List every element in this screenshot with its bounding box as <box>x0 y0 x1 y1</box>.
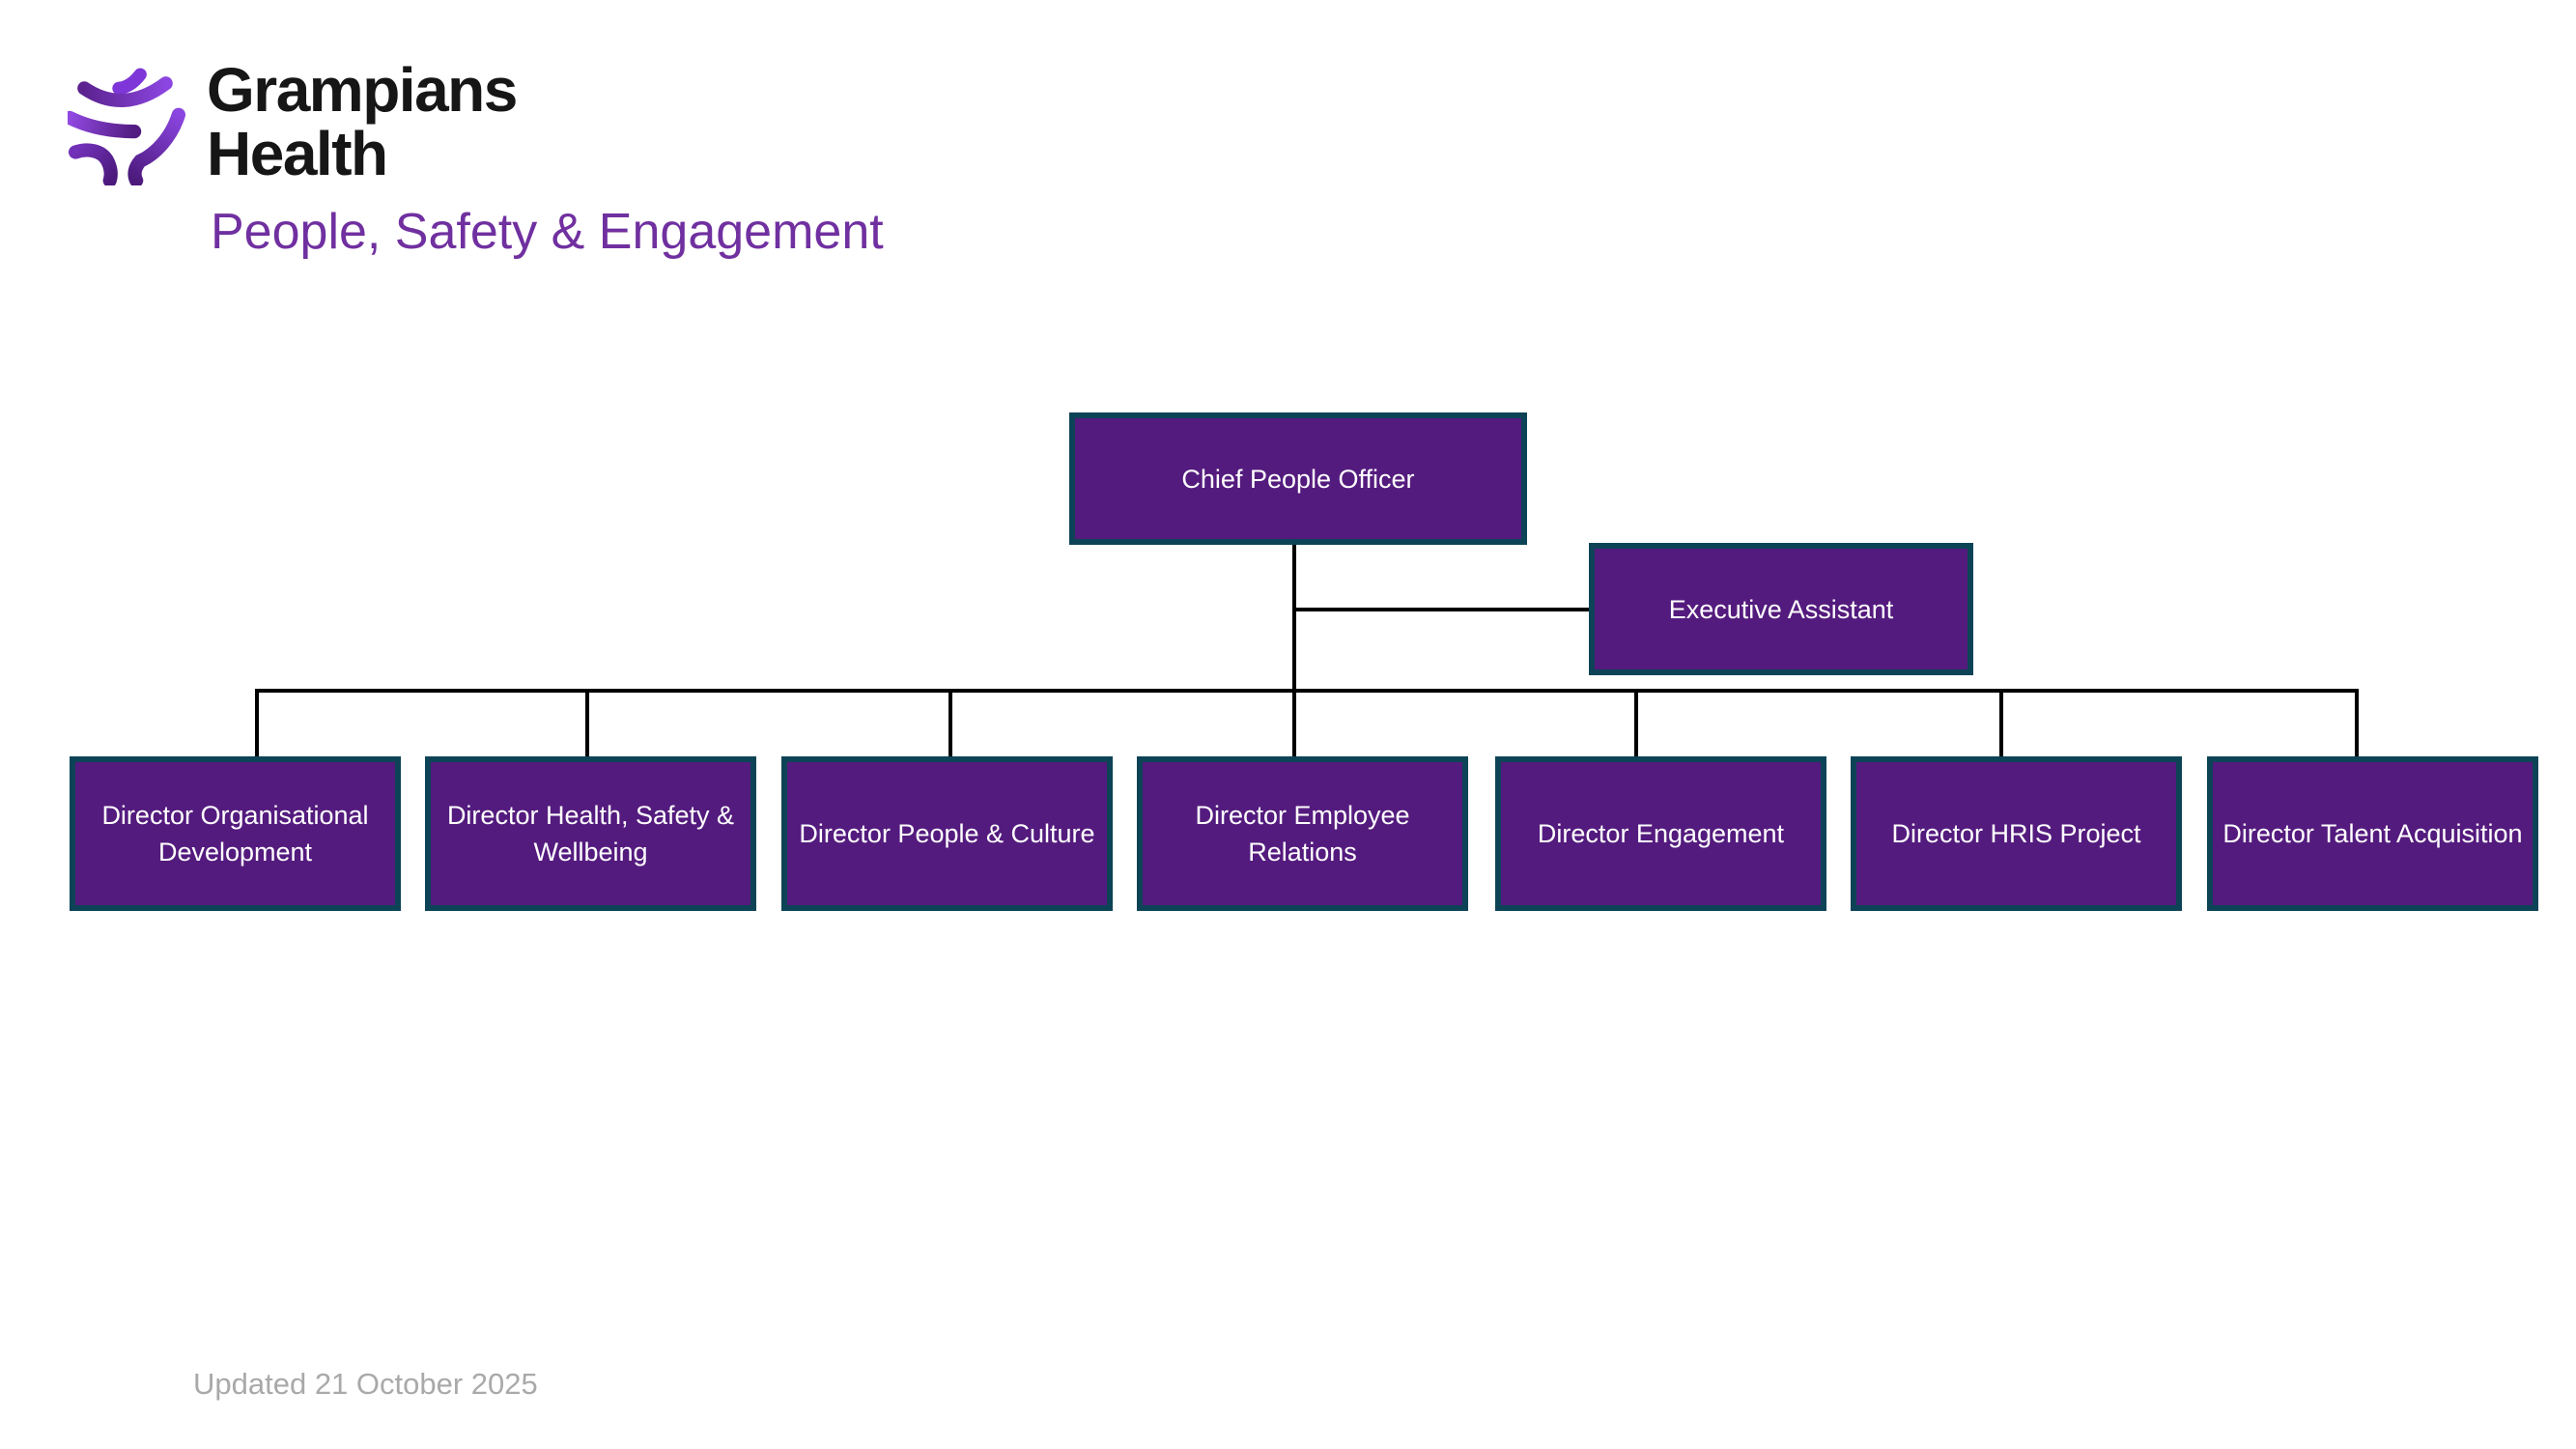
brand-line1: Grampians <box>207 55 518 125</box>
connector-stub <box>585 691 589 756</box>
org-node-director-engagement: Director Engagement <box>1495 756 1826 911</box>
org-node-label: Director Health, Safety & Wellbeing <box>446 801 735 867</box>
grampians-health-logo-icon <box>68 68 185 185</box>
page-title: People, Safety & Engagement <box>211 204 884 260</box>
org-node-label: Director Talent Acquisition <box>2222 819 2523 848</box>
connector-stub <box>1999 691 2003 756</box>
connector-assistant <box>1292 608 1589 611</box>
org-node-director-employee-relations: Director Employee Relations <box>1137 756 1468 911</box>
org-node-director-health-safety-wellbeing: Director Health, Safety & Wellbeing <box>425 756 756 911</box>
updated-date-note: Updated 21 October 2025 <box>193 1367 538 1401</box>
org-node-director-people-culture: Director People & Culture <box>781 756 1113 911</box>
org-node-director-organisational-development: Director Organisational Development <box>70 756 401 911</box>
connector-root-vertical <box>1292 541 1296 756</box>
org-node-label: Executive Assistant <box>1668 594 1894 624</box>
connector-stub <box>1634 691 1638 756</box>
org-node-label: Director Engagement <box>1537 819 1785 848</box>
org-node-chief-people-officer: Chief People Officer <box>1069 412 1527 545</box>
org-node-label: Director HRIS Project <box>1891 819 2141 848</box>
connector-stub <box>2355 691 2359 756</box>
org-node-label: Director Employee Relations <box>1195 801 1410 867</box>
org-node-director-talent-acquisition: Director Talent Acquisition <box>2207 756 2538 911</box>
connector-stub <box>255 691 259 756</box>
brand-line2: Health <box>207 119 388 188</box>
org-node-executive-assistant: Executive Assistant <box>1589 543 1973 675</box>
connector-stub <box>948 691 952 756</box>
connector-main-horizontal <box>255 689 2359 693</box>
brand-wordmark: Grampians Health <box>207 55 518 188</box>
org-node-director-hris-project: Director HRIS Project <box>1851 756 2182 911</box>
org-node-label: Chief People Officer <box>1181 464 1415 494</box>
org-node-label: Director Organisational Development <box>101 801 369 867</box>
org-node-label: Director People & Culture <box>799 819 1095 848</box>
